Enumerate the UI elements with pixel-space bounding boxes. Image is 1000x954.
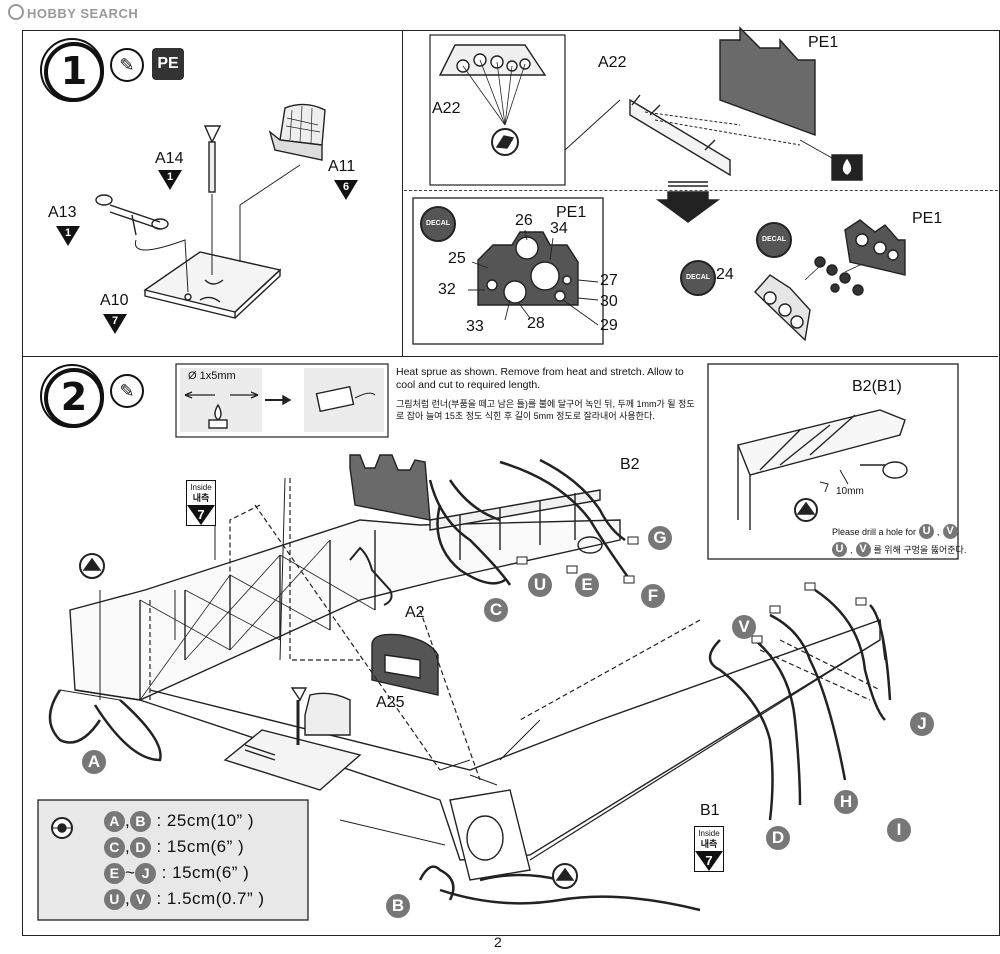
wire-i: I [887, 818, 911, 842]
part-a22-small-label: A22 [432, 100, 461, 117]
watermark: HOBBY SEARCH [8, 4, 138, 21]
wire-length-legend: A,B : 25cm(10” ) C,D : 15cm(6” ) E~J : 1… [104, 808, 304, 918]
inset-dimension: 10mm [836, 486, 864, 497]
wire-u: U [528, 573, 552, 597]
decal-28: 28 [527, 315, 545, 332]
wire-g: G [648, 526, 672, 550]
part-a2-label: A2 [405, 604, 425, 621]
page-number: 2 [494, 934, 502, 950]
instrument-pe1-label: PE1 [556, 204, 587, 221]
sprue-note-en: Heat sprue as shown. Remove from heat an… [396, 366, 684, 391]
part-b2-label: B2 [620, 456, 640, 473]
decal-27: 27 [600, 272, 618, 289]
decal-30: 30 [600, 293, 618, 310]
decal-26: 26 [515, 212, 533, 229]
inset-v-badge: V [942, 524, 958, 539]
wire-a: A [82, 750, 106, 774]
sprue-note-ko: 그림처럼 런너(부품을 떼고 남은 틀)를 불에 달구어 녹인 뒤, 두께 1m… [396, 399, 695, 421]
decal-icon-2: DECAL [756, 222, 792, 258]
part-pe1-label: PE1 [808, 34, 839, 51]
panel-dashed-divider [404, 190, 998, 191]
wire-h: H [834, 790, 858, 814]
part-a14-qty: 1 [158, 170, 182, 190]
part-a11-qty: 6 [334, 180, 358, 200]
part-b1-label: B1 [700, 802, 720, 819]
decal-icon-3: DECAL [680, 260, 716, 296]
inside-marker-1: Inside 내측 7 [186, 480, 216, 526]
column-divider [402, 30, 403, 356]
decal-32: 32 [438, 281, 456, 298]
cement-icon: ✎ [110, 48, 144, 82]
decal-25: 25 [448, 250, 466, 267]
sprue-size-label: Ø 1x5mm [188, 370, 236, 382]
legend-row-uv: U,V : 1.5cm(0.7” ) [104, 886, 265, 912]
legend-row-cd: C,D : 15cm(6” ) [104, 834, 244, 860]
pe-badge: PE [152, 48, 184, 80]
part-a13-qty: 1 [56, 226, 80, 246]
cement-icon-2: ✎ [110, 374, 144, 408]
step-divider [22, 356, 998, 357]
decal-icon: DECAL [420, 206, 456, 242]
part-a10-qty: 7 [103, 314, 127, 334]
step-2-number: 2 [40, 364, 104, 428]
decal-33: 33 [466, 318, 484, 335]
wire-b: B [386, 894, 410, 918]
inset-u-badge-2: U [832, 542, 847, 557]
inset-drill-note-ko: U , V 를 위해 구멍을 뚫어준다. [832, 542, 966, 557]
decal-34: 34 [550, 220, 568, 237]
wire-j: J [910, 712, 934, 736]
legend-row-ab: A,B : 25cm(10” ) [104, 808, 254, 834]
inset-drill-note: Please drill a hole for U , V [832, 524, 958, 539]
inset-title: B2(B1) [852, 378, 902, 395]
step-1-number: 1 [40, 38, 104, 102]
decal-24-label: 24 [716, 266, 734, 283]
wire-v: V [732, 615, 756, 639]
hobbysearch-logo-icon [8, 4, 24, 20]
wire-d: D [766, 826, 790, 850]
inside-marker-2: Inside 내측 7 [694, 826, 724, 872]
decal-29: 29 [600, 317, 618, 334]
wire-e: E [575, 573, 599, 597]
inset-v-badge-2: V [855, 542, 871, 557]
part-a13-label: A13 [48, 204, 77, 221]
wire-f: F [641, 584, 665, 608]
inset-u-badge: U [919, 524, 935, 539]
wire-c: C [484, 598, 508, 622]
part-a10-label: A10 [100, 292, 129, 309]
decal-pe1-label: PE1 [912, 210, 943, 227]
part-a22-label: A22 [598, 54, 627, 71]
part-a14-label: A14 [155, 150, 184, 167]
legend-row-ej: E~J : 15cm(6” ) [104, 860, 249, 886]
part-a11-label: A11 [328, 158, 356, 175]
part-a25-label: A25 [376, 694, 405, 711]
